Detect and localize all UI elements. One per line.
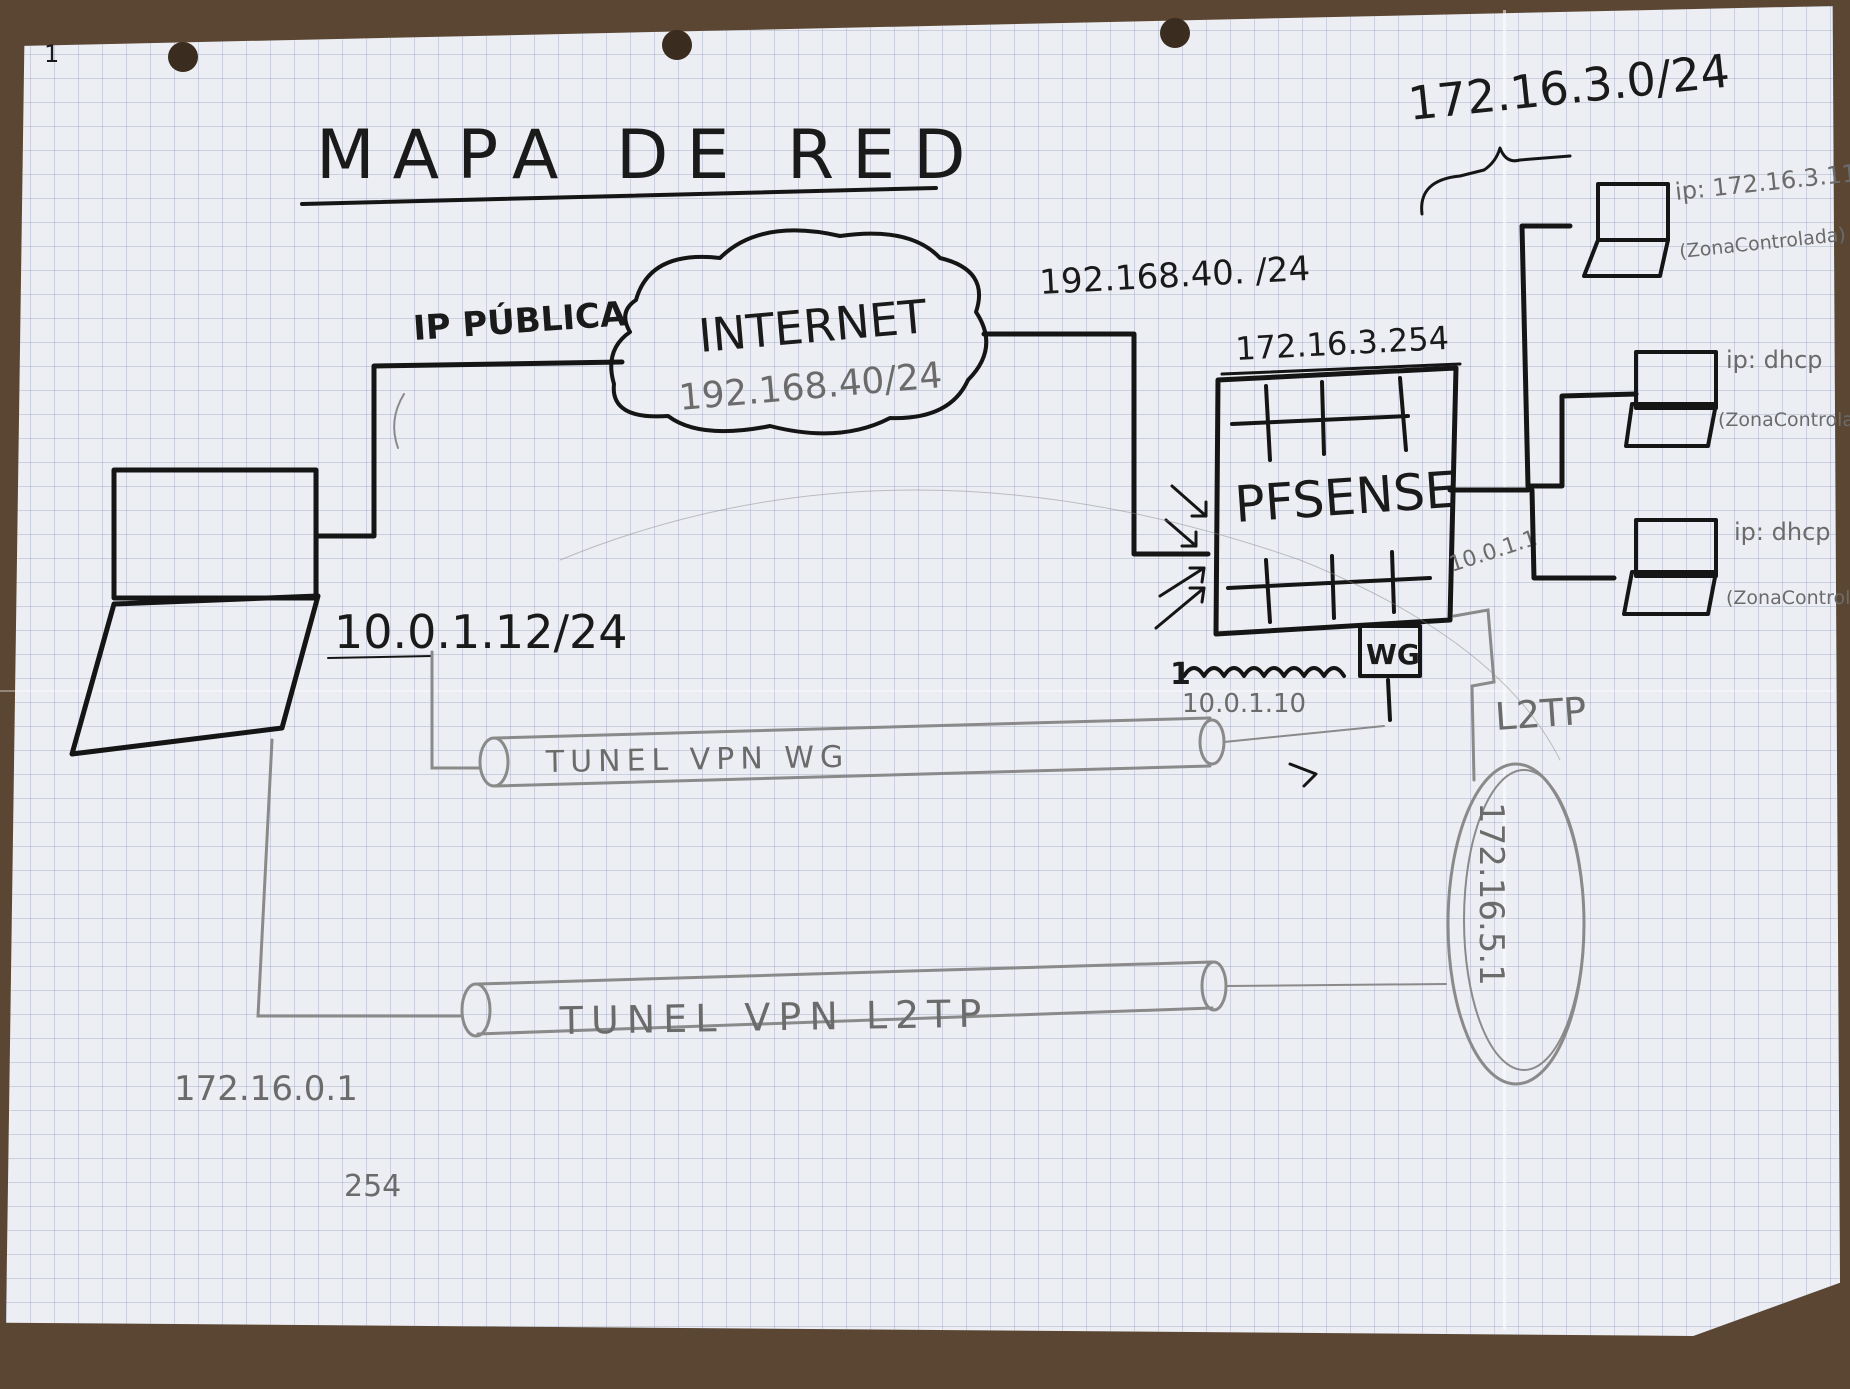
- l2tp-tunnel-end: [1200, 960, 1228, 1012]
- pfsense-firewall-icon: [1213, 362, 1462, 637]
- wg-tunnel-body: [494, 716, 1212, 788]
- binder-hole: [662, 30, 692, 60]
- wg-tunnel-link: [430, 650, 482, 770]
- l2tp-tunnel-body: [476, 960, 1214, 1036]
- host-1-zone: (ZonaControlada): [1678, 224, 1847, 263]
- title-underline: [300, 186, 938, 206]
- binder-hole: [1160, 18, 1190, 48]
- host-laptop-icon: [1624, 350, 1718, 448]
- public-link: [315, 359, 625, 539]
- arrow-icon: [1154, 586, 1206, 630]
- host-3-ip: ip: dhcp: [1734, 518, 1831, 546]
- internet-subnet-label: 192.168.40/24: [677, 355, 944, 419]
- pencil-mark: [1288, 762, 1318, 788]
- paper-fold-vertical: [1503, 10, 1506, 1330]
- l2tp-tunnel-end: [460, 982, 492, 1038]
- wg-tunnel-label: TUNEL VPN WG: [545, 740, 850, 780]
- wan-link: [981, 331, 1211, 557]
- l2tp-link: [1452, 608, 1496, 782]
- wg-tunnel-link: [1223, 725, 1385, 743]
- client-laptop-icon: [69, 467, 321, 757]
- binder-hole: [168, 42, 198, 72]
- wg-badge: [1358, 624, 1422, 678]
- lan-subnet-label: 172.16.3.0/24: [1406, 43, 1733, 130]
- host-3-zone: (ZonaControlada): [1726, 587, 1850, 609]
- host-1-ip: ip: 172.16.3.11: [1674, 159, 1850, 206]
- host-2-zone: (ZonaControlada): [1718, 409, 1850, 431]
- pencil-mark: [1386, 678, 1392, 722]
- arrow-icon: [1164, 518, 1198, 548]
- l2tp-pool-ellipse: [1446, 762, 1586, 1086]
- wg-badge-label: WG: [1366, 638, 1420, 671]
- l2tp-tunnel-link: [256, 738, 462, 1018]
- client-extra-number: 254: [344, 1169, 401, 1204]
- wg-server-ip: 10.0.1.10: [1182, 689, 1306, 719]
- host-laptop-icon: [1582, 182, 1670, 278]
- client-ip-underline: [327, 655, 433, 659]
- l2tp-pool-ellipse: [1463, 769, 1585, 1071]
- pencil-mark: [393, 393, 405, 449]
- public-ip-label: IP PÚBLICA: [412, 293, 628, 349]
- lan-bus: [1529, 487, 1617, 581]
- pfsense-lan-ip: 172.16.3.254: [1234, 319, 1449, 368]
- wg-tunnel-end: [478, 736, 510, 788]
- host-laptop-icon: [1622, 518, 1718, 616]
- paper-fold-horizontal: [0, 690, 1834, 692]
- lan-bus: [1525, 391, 1639, 489]
- pfsense-label: PFSENSE: [1233, 461, 1459, 534]
- l2tp-tunnel-label: TUNEL VPN L2TP: [558, 992, 989, 1044]
- wg-tunnel-end: [1198, 718, 1226, 766]
- lan-bus: [1519, 223, 1573, 489]
- scribble-digit: 1: [1170, 657, 1191, 692]
- internet-label: INTERNET: [696, 289, 929, 363]
- pencil-mark: [559, 489, 1561, 761]
- wan-subnet-label: 192.168.40. /24: [1038, 249, 1311, 303]
- page-number: 1: [44, 40, 59, 68]
- pfsense-right-ip: 10.0.1.1: [1446, 526, 1540, 578]
- client-l2tp-ip: 172.16.0.1: [174, 1069, 358, 1109]
- page-title: MAPA DE RED: [316, 116, 984, 195]
- subnet-brace: [1420, 146, 1572, 216]
- arrow-icon: [1158, 566, 1206, 598]
- arrow-icon: [1170, 484, 1208, 518]
- scribble-mark: [1182, 666, 1346, 678]
- internet-cloud-icon: [609, 228, 989, 436]
- client-ip: 10.0.1.12/24: [334, 605, 628, 659]
- l2tp-tunnel-link: [1225, 983, 1447, 987]
- host-2-ip: ip: dhcp: [1726, 346, 1823, 374]
- l2tp-pool-ip: 172.16.5.1: [1471, 802, 1511, 986]
- l2tp-label: L2TP: [1494, 689, 1588, 739]
